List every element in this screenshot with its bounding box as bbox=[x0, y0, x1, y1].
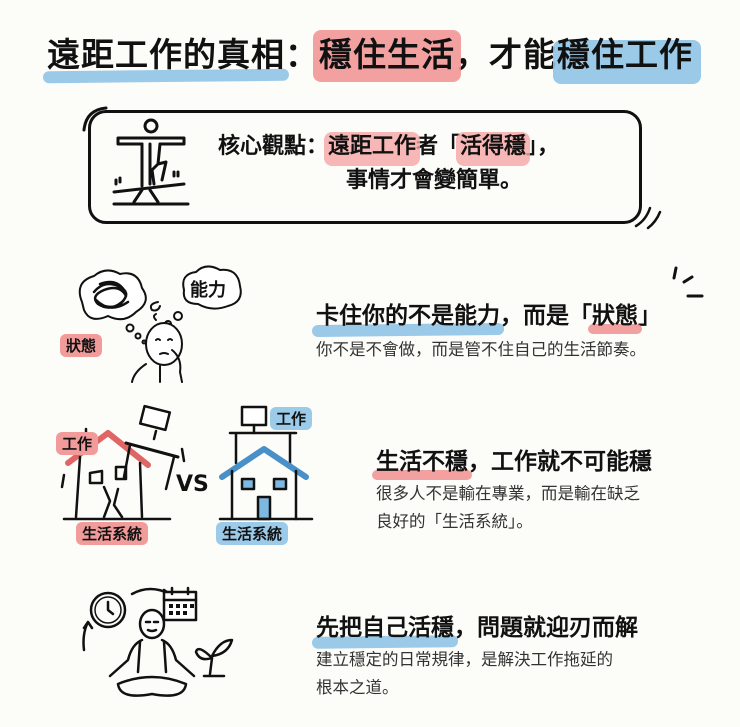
page-title: 遠距工作的真相：穩住生活，才能穩住工作 bbox=[0, 28, 740, 84]
tag-work-right: 工作 bbox=[270, 407, 313, 430]
tag-state: 狀態 bbox=[60, 334, 103, 357]
vs-label: VS bbox=[176, 472, 209, 497]
confused-person-illustration bbox=[78, 265, 242, 383]
section2-body: 很多人不是輸在專業，而是輸在缺乏 良好的「生活系統」。 bbox=[376, 484, 640, 531]
section3-heading: 先把自己活穩，問題就迎刃而解 bbox=[316, 608, 638, 642]
core-point-line2: 事情才會變簡單。 bbox=[346, 168, 523, 193]
meditation-routine-illustration bbox=[82, 586, 234, 697]
section3-body: 建立穩定的日常規律，是解決工作拖延的 根本之道。 bbox=[316, 650, 613, 697]
core-highlight-live-steady: 活得穩 bbox=[456, 130, 531, 166]
section1-body: 你不是不會做，而是管不住自己的生活節奏。 bbox=[316, 340, 646, 359]
title-part3: 穩住工作 bbox=[553, 28, 701, 84]
core-point-card bbox=[88, 110, 642, 224]
balance-person-icon bbox=[112, 118, 190, 206]
section1-heading: 卡住你的不是能力，而是「狀態」 bbox=[316, 296, 661, 334]
tag-ability: 能力 bbox=[190, 280, 226, 301]
card-sketch-strokes bbox=[82, 106, 662, 230]
tag-work-left: 工作 bbox=[56, 432, 99, 455]
tag-system-right: 生活系統 bbox=[216, 522, 289, 545]
title-part1: 遠距工作的真相 bbox=[47, 28, 285, 76]
title-comma: ，才能 bbox=[455, 35, 557, 74]
tag-system-left: 生活系統 bbox=[76, 522, 149, 545]
title-part2: 穩住生活 bbox=[313, 28, 461, 82]
core-point-line1: 核心觀點：遠距工作者「活得穩」， bbox=[218, 130, 559, 166]
title-colon: ： bbox=[285, 35, 319, 74]
section2-heading: 生活不穩，工作就不可能穩 bbox=[372, 442, 652, 480]
emphasis-marks-icon bbox=[672, 266, 704, 298]
core-highlight-remote: 遠距工作 bbox=[324, 130, 421, 166]
core-point-text: 核心觀點：遠距工作者「活得穩」， 事情才會變簡單。 bbox=[218, 130, 559, 198]
